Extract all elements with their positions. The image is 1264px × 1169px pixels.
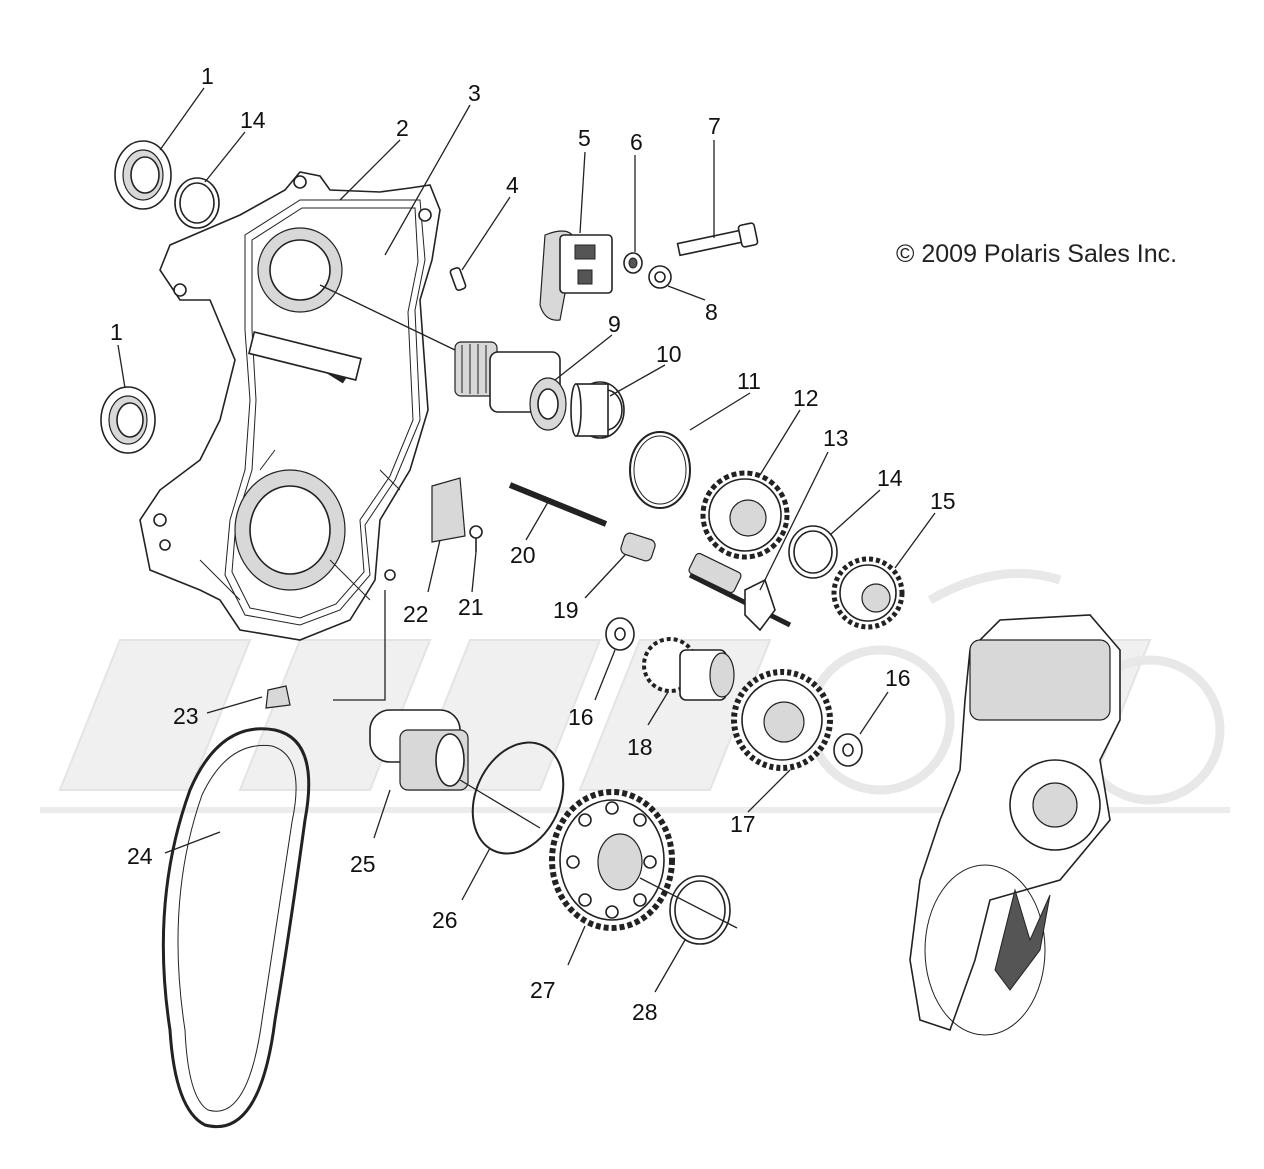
callout-11: 11 <box>737 368 761 394</box>
drive-sprocket <box>549 789 675 931</box>
callout-9: 9 <box>608 311 621 337</box>
callout-27: 27 <box>530 977 556 1003</box>
callout-26: 26 <box>432 907 458 933</box>
copyright-notice: © 2009 Polaris Sales Inc. <box>896 240 1178 268</box>
washer-nut <box>648 265 672 289</box>
callout-14: 14 <box>240 107 266 133</box>
callout-16-right: 16 <box>885 665 911 691</box>
drive-chain <box>161 727 311 1129</box>
callout-21: 21 <box>458 594 484 620</box>
chain-tensioner <box>539 230 613 321</box>
dowel-pin <box>449 266 467 292</box>
callout-22: 22 <box>403 601 429 627</box>
callout-labels: 1 14 2 3 4 5 6 7 8 1 9 10 11 12 13 14 15… <box>110 63 956 1025</box>
callout-8: 8 <box>705 299 718 325</box>
snap-ring-right <box>788 525 838 579</box>
callout-16: 16 <box>568 704 594 730</box>
bearing <box>570 381 625 439</box>
callout-12: 12 <box>793 385 819 411</box>
leader-lines <box>117 87 936 993</box>
sprocket-hub <box>369 709 469 791</box>
callout-24: 24 <box>127 843 153 869</box>
callout-17: 17 <box>730 811 756 837</box>
assembled-reference-view <box>909 614 1121 1036</box>
callout-18: 18 <box>627 734 653 760</box>
magnet-pad <box>431 477 466 543</box>
callout-20: 20 <box>510 542 536 568</box>
callout-28: 28 <box>632 999 658 1025</box>
callout-2: 2 <box>396 115 409 141</box>
callout-5: 5 <box>578 125 591 151</box>
callout-19: 19 <box>553 597 579 623</box>
oil-seal-upper <box>114 140 172 210</box>
screw <box>469 525 483 552</box>
callout-4: 4 <box>506 172 519 198</box>
shift-collar <box>620 532 656 562</box>
callout-25: 25 <box>350 851 376 877</box>
gear-small-right <box>831 556 905 630</box>
tensioner-bolt <box>676 222 759 257</box>
snap-ring-sprocket <box>669 875 731 945</box>
snap-ring-hub <box>471 741 565 855</box>
drain-plug <box>265 685 291 709</box>
callout-7: 7 <box>708 113 721 139</box>
shift-fork-assembly <box>688 552 792 632</box>
thrust-washer-left <box>605 617 635 651</box>
callout-6: 6 <box>630 129 643 155</box>
input-shaft <box>454 341 567 431</box>
callout-1-lower: 1 <box>110 319 123 345</box>
oil-seal-lower <box>100 386 156 454</box>
cluster-gear <box>642 637 735 701</box>
callout-15: 15 <box>930 488 956 514</box>
thrust-washer-right <box>833 733 863 767</box>
callout-1: 1 <box>201 63 214 89</box>
case-housing <box>139 171 441 641</box>
callout-13: 13 <box>823 425 849 451</box>
snap-ring-large <box>629 431 691 509</box>
snap-ring-upper <box>174 177 220 229</box>
lock-nut <box>623 252 643 274</box>
gear-large-mid <box>731 669 833 771</box>
callout-14-right: 14 <box>877 465 903 491</box>
callout-10: 10 <box>656 341 682 367</box>
shift-shaft <box>508 482 608 527</box>
callout-23: 23 <box>173 703 199 729</box>
gear-reverse <box>700 470 790 560</box>
callout-3: 3 <box>468 80 481 106</box>
